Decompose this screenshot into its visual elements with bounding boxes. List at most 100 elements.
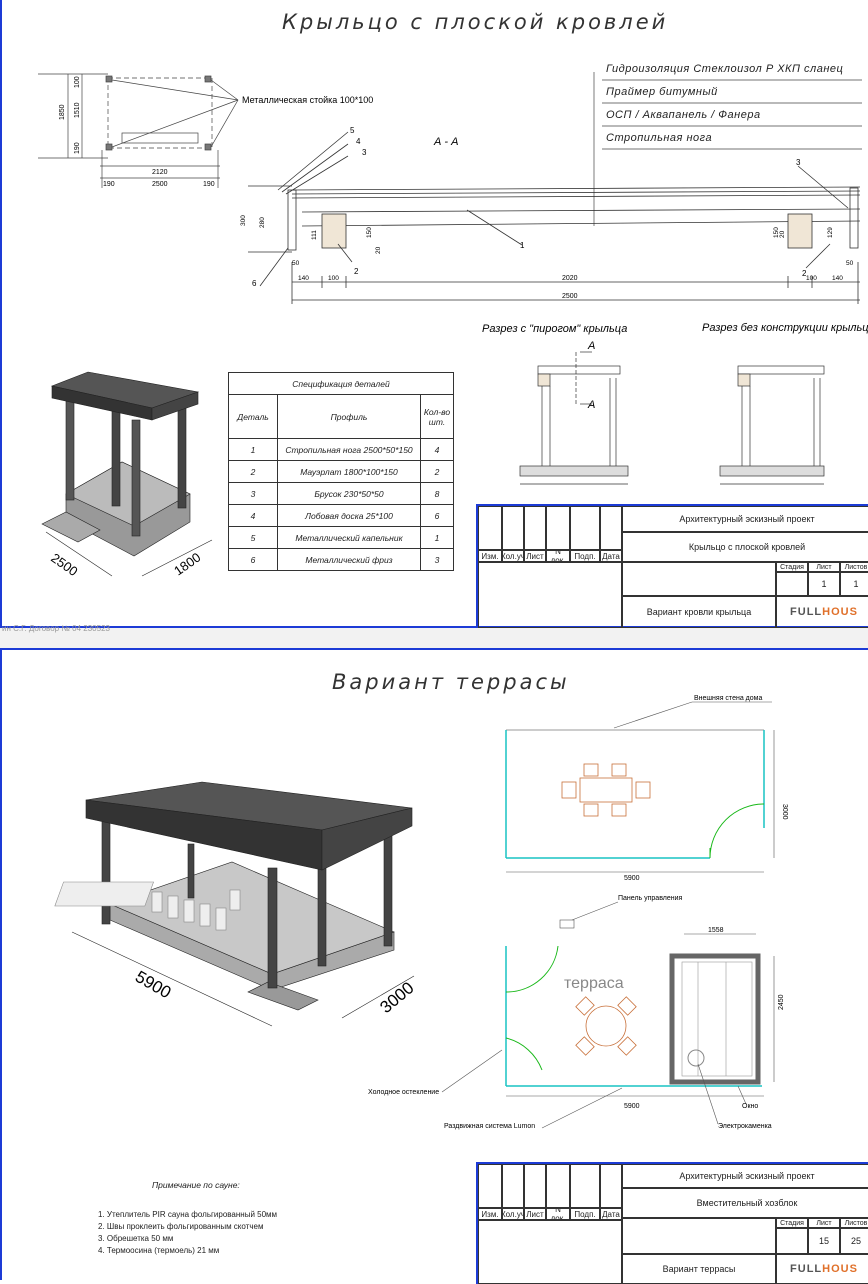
section-aa [248, 131, 861, 304]
layer-primer: Праймер битумный [606, 86, 718, 98]
note-caption: Примечание по сауне: [152, 1180, 240, 1190]
title-block: Изм. Кол.уч Лист N док. Подп. Дата Архит… [476, 1162, 868, 1284]
sheet-title: Крыльцо с плоской кровлей [282, 10, 669, 34]
spec-table: Спецификация деталей Деталь Профиль Кол-… [228, 372, 454, 571]
subsection-title: Разрез без конструкции крыльца [702, 322, 868, 334]
stamp-stage-label: Стадия [776, 562, 808, 572]
terrace-plan-bottom [441, 901, 775, 1129]
section-mark: А [587, 399, 595, 411]
stamp-header: Дата [600, 1208, 622, 1220]
layer-waterproofing: Гидроизоляция Стеклоизол Р ХКП сланец [606, 63, 844, 75]
note-item: 2. Швы проклеить фольгированным скотчем [98, 1222, 264, 1231]
plan-dim: 2500 [152, 181, 168, 188]
wall-label: Внешняя стена дома [694, 695, 762, 702]
logo-accent: HOUS [822, 606, 858, 618]
plan-dim: 1850 [59, 104, 66, 120]
callout: 3 [796, 158, 801, 167]
section-dim: 100 [328, 275, 339, 282]
sauna-width: 1558 [708, 927, 724, 934]
section-dim: 150 [773, 227, 780, 238]
stamp-object: Крыльцо с плоской кровлей [622, 532, 868, 562]
callout: 3 [362, 148, 367, 157]
stamp-stage-value [776, 572, 808, 596]
callout: 2 [802, 269, 807, 278]
stamp-header: Подп. [570, 550, 600, 562]
stamp-header: N док. [546, 550, 570, 562]
section-mark: А [587, 340, 595, 352]
stamp-sheet-total: 1 [840, 572, 868, 596]
sheet-gap [0, 628, 868, 648]
section-dim: 129 [827, 227, 834, 238]
stamp-stage-value [776, 1228, 808, 1254]
stamp-stage-label: Лист [808, 1218, 840, 1228]
stamp-stage-label: Листов [840, 562, 868, 572]
room-label: терраса [564, 975, 624, 992]
stamp-object: Вместительный хозблок [622, 1188, 868, 1218]
label-window: Окно [742, 1103, 758, 1110]
table-furniture [561, 763, 651, 817]
plan-dim: 100 [74, 76, 81, 88]
spec-header: Деталь [228, 394, 278, 439]
plan-dim: 190 [103, 181, 115, 188]
terrace-drawings: 5900 3000 Внешняя стена дома 5900 3000 [54, 695, 788, 1130]
stamp-stage-label: Стадия [776, 1218, 808, 1228]
section-dim: 100 [806, 275, 817, 282]
spec-header: Кол-во шт. [420, 394, 454, 439]
section-dim: 2020 [562, 275, 578, 282]
subsection-title: Разрез с "пирогом" крыльца [482, 323, 627, 335]
title-block: Изм. Кол.уч Лист N док. Подп. Дата Архит… [476, 504, 868, 628]
stamp-header: Подп. [570, 1208, 600, 1220]
stamp-header: Изм. [478, 1208, 502, 1220]
logo-accent: HOUS [822, 1263, 858, 1275]
spec-header: Профиль [277, 394, 421, 439]
label-lumon: Раздвижная система Lumon [444, 1123, 535, 1130]
section-dim: 20 [779, 230, 786, 238]
iso-dim: 3000 [376, 978, 417, 1017]
iso-dim: 1800 [171, 550, 203, 579]
section-dim: 150 [366, 227, 373, 238]
plan-dim: 2120 [152, 169, 168, 176]
logo-text: FULL [790, 1263, 823, 1275]
section-dim: 111 [311, 230, 318, 240]
stamp-header: Изм. [478, 550, 502, 562]
note-item: 1. Утеплитель PIR сауна фольгированный 5… [98, 1210, 278, 1219]
stamp-header: N док. [546, 1208, 570, 1220]
section-dim: 20 [375, 246, 382, 254]
panel-label: Панель управления [618, 895, 683, 902]
plan-height: 3000 [781, 804, 788, 820]
callout: 1 [520, 241, 525, 250]
note-item: 3. Обрешетка 50 мм [98, 1234, 174, 1243]
layer-osb: ОСП / Аквапанель / Фанера [606, 109, 761, 121]
iso-dim: 2500 [48, 550, 80, 579]
label-stove: Электрокаменка [718, 1123, 772, 1130]
stamp-variant: Вариант кровли крыльца [622, 596, 776, 628]
porch-iso [41, 371, 213, 577]
sheet-porch: Крыльцо с плоской кровлей Металлическая … [0, 0, 868, 628]
section-dim: 300 [240, 215, 247, 226]
plan-dim: 190 [74, 142, 81, 154]
plan-dim: 1510 [74, 102, 81, 118]
spec-caption: Спецификация деталей [228, 372, 454, 395]
plan-dim: 190 [203, 181, 215, 188]
sheet-title: Вариант террасы [332, 670, 570, 694]
porch-drawings: Металлическая стойка 100*100 1850 1510 1… [38, 72, 868, 579]
section-label: А - А [433, 136, 458, 148]
sheet-terrace: Вариант террасы 5900 3000 [0, 648, 868, 1284]
round-table [575, 996, 637, 1056]
section-dim: 280 [259, 217, 266, 228]
callout: 6 [252, 279, 257, 288]
stamp-header: Дата [600, 550, 622, 562]
porch-plan [38, 73, 239, 188]
section-dim: 140 [298, 275, 309, 282]
sauna-height: 2450 [778, 994, 785, 1010]
layer-leaders [593, 72, 862, 226]
section-dim: 140 [832, 275, 843, 282]
section-dim: 50 [846, 260, 854, 267]
stamp-sheet-number: 15 [808, 1228, 840, 1254]
plan-width: 5900 [624, 875, 640, 882]
